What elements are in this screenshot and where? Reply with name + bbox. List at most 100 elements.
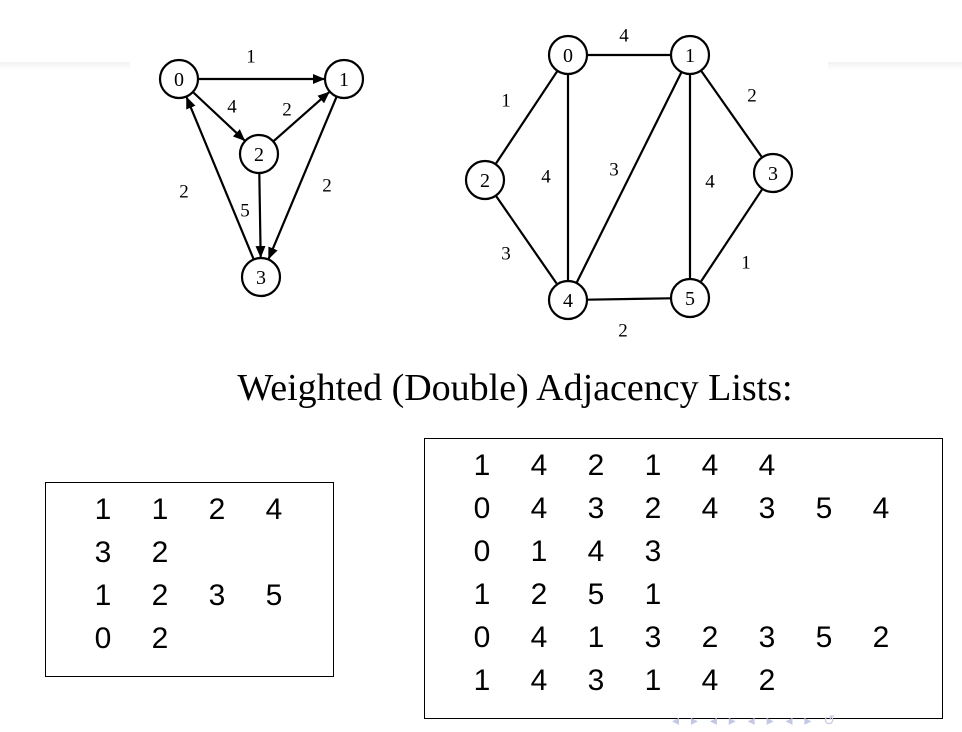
- list-value: 4: [530, 621, 548, 654]
- directed-edge-1-3: [267, 96, 338, 260]
- node-circle: [547, 279, 589, 321]
- node-circle: [669, 277, 711, 319]
- undirected-edge-1-3: [700, 69, 763, 158]
- list-value: 2: [530, 578, 548, 611]
- header-band-right: [828, 62, 962, 70]
- node-label: 2: [480, 170, 490, 192]
- node-label: 1: [339, 69, 349, 91]
- list-value: 3: [587, 492, 605, 525]
- list-value: 3: [208, 579, 226, 612]
- undirected-graph: 4 1 4 2 3 4 3 1 2 0 1 2 3 4 5: [464, 26, 794, 342]
- undirected-node-2: 2: [464, 159, 506, 201]
- directed-weight-0-2: 4: [227, 97, 237, 118]
- undirected-weight-4-5: 2: [618, 321, 628, 342]
- directed-adjacency-list: 1 1 2 4 3 2 1 2 3 5 0 2: [45, 482, 334, 677]
- node-label: 3: [768, 163, 778, 185]
- directed-edge-2-1: [272, 91, 330, 143]
- undirected-weight-1-5: 4: [705, 172, 715, 193]
- node-circle: [323, 58, 365, 100]
- undirected-weight-3-5: 1: [741, 253, 751, 274]
- node-label: 0: [563, 45, 573, 67]
- directed-weight-3-0: 2: [179, 182, 189, 203]
- list-value: 4: [758, 449, 776, 482]
- node-label: 2: [254, 144, 264, 166]
- list-value: 3: [644, 621, 662, 654]
- undirected-weight-1-4: 3: [609, 160, 619, 181]
- node-circle: [158, 58, 200, 100]
- undirected-edge-0-2: [495, 70, 559, 164]
- list-value: 1: [151, 493, 169, 526]
- undirected-node-3: 3: [752, 152, 794, 194]
- directed-edge-3-0: [185, 96, 255, 260]
- list-value: 4: [587, 535, 605, 568]
- list-value: 4: [701, 492, 719, 525]
- undirected-weight-2-4: 3: [501, 244, 511, 265]
- list-value: 3: [94, 536, 112, 569]
- list-value: 5: [815, 621, 833, 654]
- list-value: 4: [530, 492, 548, 525]
- node-circle: [669, 34, 711, 76]
- slide-nav-icons: ◂ ▸ ◂ ▸ ◂ ▸ ◂ ▸ ↺: [672, 712, 840, 728]
- directed-weight-1-3: 2: [322, 176, 332, 197]
- list-value: 2: [208, 493, 226, 526]
- list-value: 3: [587, 664, 605, 697]
- undirected-edge-3-5: [700, 188, 764, 282]
- list-value: 1: [473, 664, 491, 697]
- page-heading: Weighted (Double) Adjacency Lists:: [237, 367, 793, 409]
- list-value: 1: [473, 449, 491, 482]
- directed-weight-2-1: 2: [282, 100, 292, 121]
- list-value: 2: [151, 536, 169, 569]
- list-value: 1: [644, 449, 662, 482]
- list-value: 1: [587, 621, 605, 654]
- list-value: 2: [701, 621, 719, 654]
- undirected-weight-0-2: 1: [501, 91, 511, 112]
- list-value: 4: [701, 449, 719, 482]
- list-value: 4: [530, 449, 548, 482]
- directed-weight-0-1: 1: [246, 47, 256, 68]
- list-value: 2: [587, 449, 605, 482]
- list-value: 0: [94, 622, 112, 655]
- list-value: 1: [94, 579, 112, 612]
- header-band-left: [0, 62, 130, 70]
- graph-diagrams: 1 4 2 2 5 2 0 1 2 3 4 1 4 2 3 4 3 1 2 0 1 2 3 4 5: [158, 26, 794, 342]
- node-label: 0: [174, 69, 184, 91]
- list-value: 3: [758, 621, 776, 654]
- list-value: 2: [151, 622, 169, 655]
- node-label: 1: [685, 45, 695, 67]
- directed-weight-2-3: 5: [240, 201, 250, 222]
- list-value: 3: [758, 492, 776, 525]
- node-label: 4: [563, 290, 573, 312]
- directed-node-2: 2: [238, 133, 280, 175]
- undirected-weight-0-4: 4: [541, 167, 551, 188]
- node-circle: [752, 152, 794, 194]
- undirected-weight-0-1: 4: [619, 26, 629, 47]
- list-value: 1: [473, 578, 491, 611]
- list-value: 2: [872, 621, 890, 654]
- undirected-node-5: 5: [669, 277, 711, 319]
- node-circle: [547, 34, 589, 76]
- directed-edge-0-2: [192, 91, 246, 142]
- node-circle: [464, 159, 506, 201]
- list-value: 4: [530, 664, 548, 697]
- undirected-edge-1-4: [575, 71, 683, 283]
- list-value: 5: [265, 579, 283, 612]
- list-value: 4: [265, 493, 283, 526]
- list-value: 4: [872, 492, 890, 525]
- list-value: 0: [473, 621, 491, 654]
- list-value: 0: [473, 492, 491, 525]
- undirected-node-0: 0: [547, 34, 589, 76]
- list-value: 5: [815, 492, 833, 525]
- node-circle: [240, 256, 282, 298]
- undirected-node-4: 4: [547, 279, 589, 321]
- list-value: 1: [530, 535, 548, 568]
- list-value: 2: [758, 664, 776, 697]
- list-value: 2: [151, 579, 169, 612]
- undirected-weight-1-3: 2: [747, 86, 757, 107]
- list-value: 5: [587, 578, 605, 611]
- list-value: 4: [701, 664, 719, 697]
- list-value: 1: [94, 493, 112, 526]
- list-value: 3: [644, 535, 662, 568]
- directed-node-1: 1: [323, 58, 365, 100]
